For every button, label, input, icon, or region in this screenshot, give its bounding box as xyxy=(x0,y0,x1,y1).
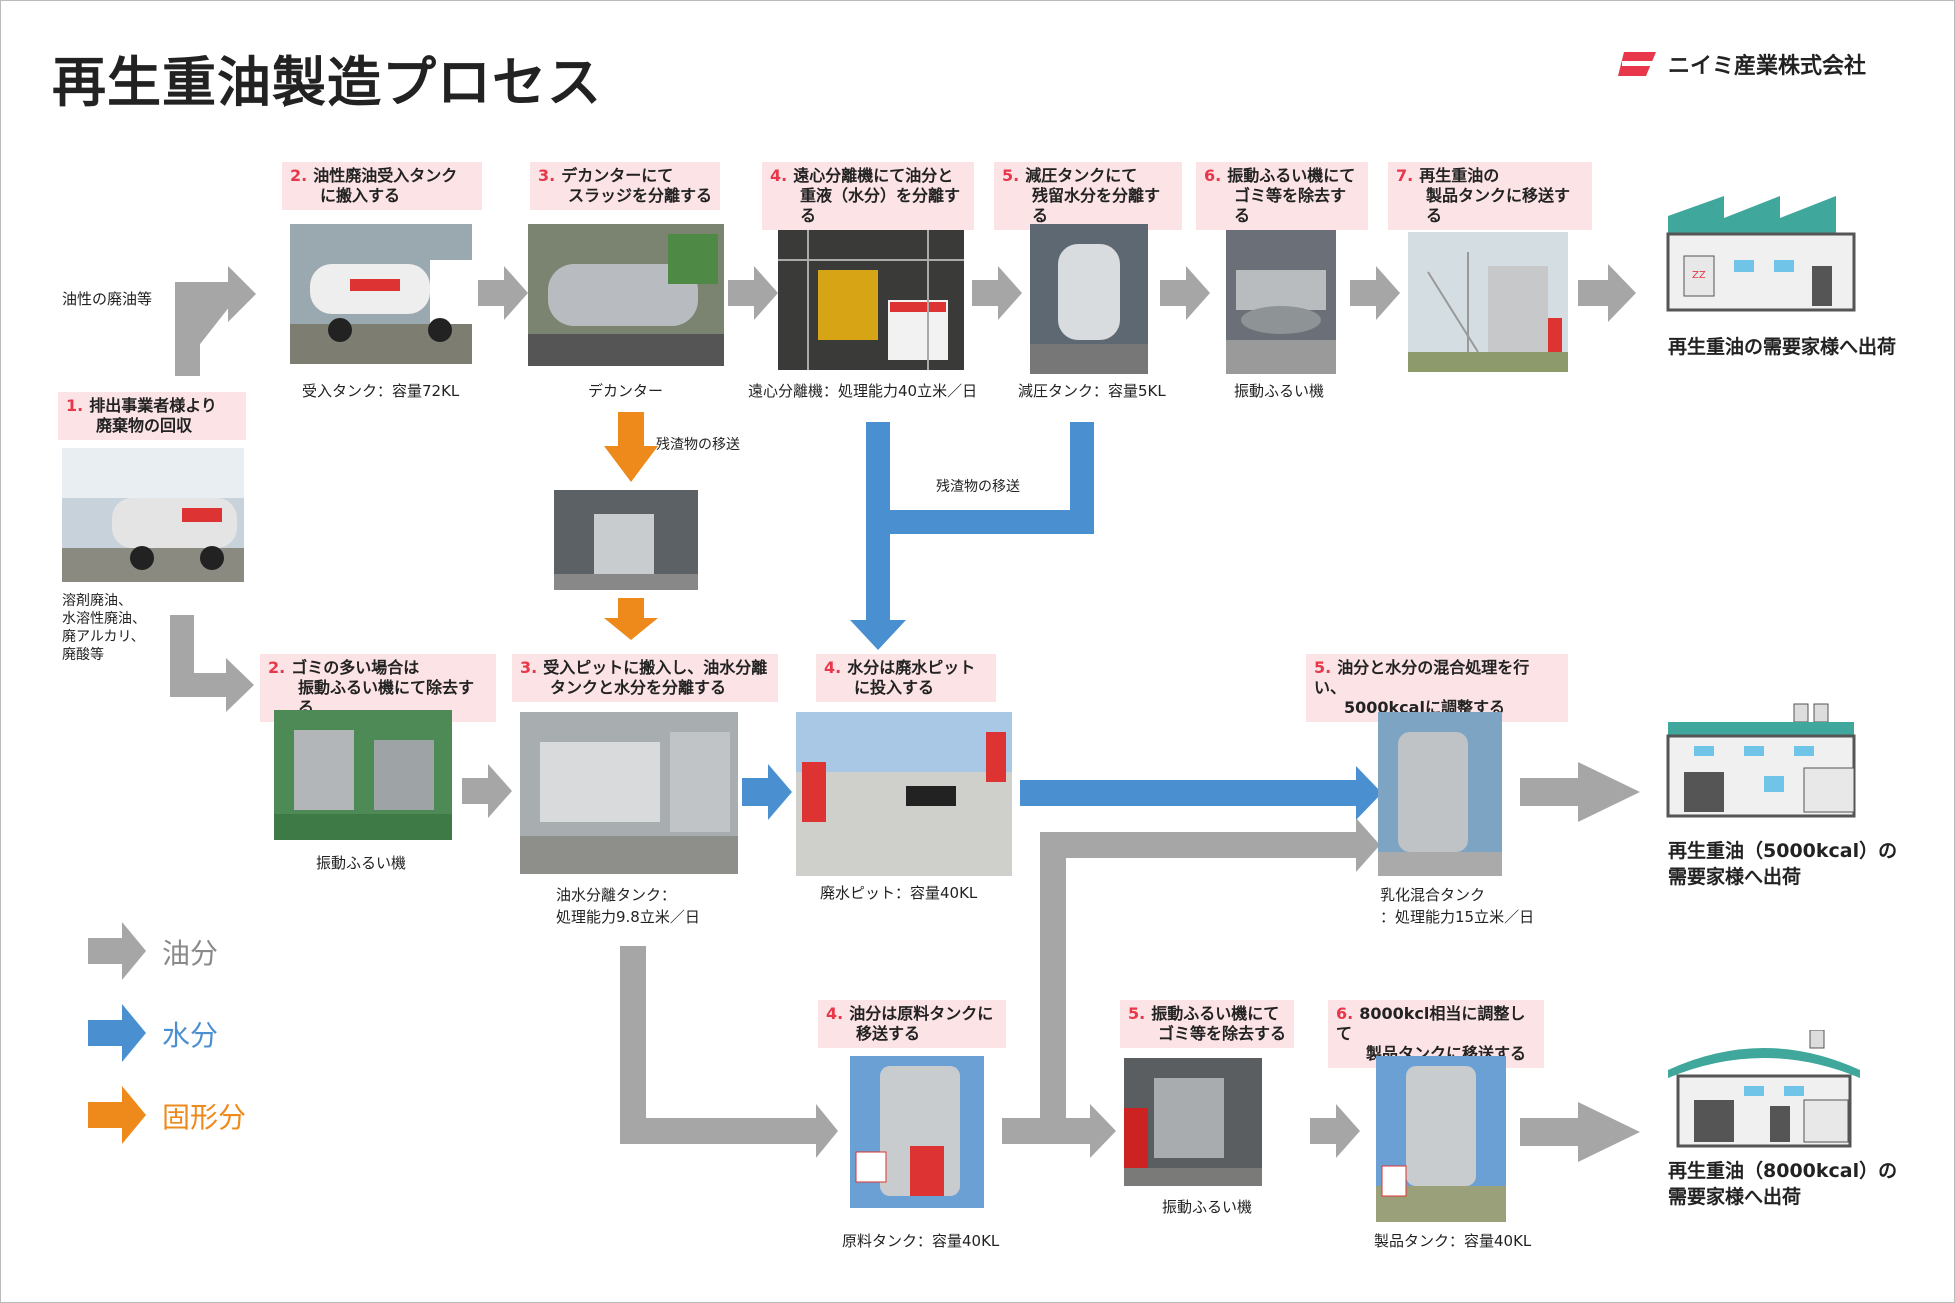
photo-vibrating-screen-row3 xyxy=(1124,1058,1262,1186)
row1-destination: 再生重油の需要家様へ出荷 xyxy=(1668,336,1897,358)
row1-caption-5: 減圧タンク：容量5KL xyxy=(1018,382,1166,400)
oil-line-down xyxy=(620,946,646,1144)
photo-wastewater-pit xyxy=(796,712,1012,876)
row1-step-3: 3.デカンターにてスラッジを分離する xyxy=(530,162,720,210)
factory-icon-3 xyxy=(1668,1030,1860,1148)
row3-step-5: 5.振動ふるい機にてゴミ等を除去する xyxy=(1120,1000,1294,1048)
company-name: ニイミ産業株式会社 xyxy=(1668,54,1867,79)
photo-product-tank-row3 xyxy=(1376,1056,1506,1222)
row1-step-5: 5.減圧タンクにて残留水分を分離する xyxy=(994,162,1182,230)
row1-arrows xyxy=(478,264,1636,322)
arrow-input-row2-bar xyxy=(170,673,230,697)
waste-types: 溶剤廃油、水溶性廃油、廃アルカリ、廃酸等 xyxy=(62,593,146,663)
row2-destination: 再生重油（5000kcal）の需要家様へ出荷 xyxy=(1668,840,1898,888)
row2-caption-5: 乳化混合タンク：処理能力15立米／日 xyxy=(1380,886,1535,926)
photo-emulsion-tank xyxy=(1378,712,1502,876)
row1-step-7: 7.再生重油の製品タンクに移送する xyxy=(1388,162,1592,230)
arrow-input-row1-bar xyxy=(175,282,235,306)
row1-caption-2: 受入タンク：容量72KL xyxy=(302,382,460,400)
row2-step-5: 5.油分と水分の混合処理を行い、5000kcalに調整する xyxy=(1306,654,1568,722)
row3-caption-6: 製品タンク：容量40KL xyxy=(1374,1232,1532,1250)
svg-text:ZZ: ZZ xyxy=(1692,270,1706,281)
legend-water-label: 水分 xyxy=(162,1019,219,1052)
photo-raw-tank xyxy=(850,1056,984,1208)
row2-step-3: 3.受入ピットに搬入し、油水分離タンクと水分を分離する xyxy=(512,654,778,702)
photo-decompression-tank xyxy=(1030,224,1148,374)
photo-oil-water-separator xyxy=(520,712,738,874)
photo-receiving-tank xyxy=(290,224,472,364)
row2-caption-3: 油水分離タンク：処理能力9.8立米／日 xyxy=(556,886,700,926)
input-label: 油性の廃油等 xyxy=(62,290,153,308)
photo-residue-tank xyxy=(554,490,698,590)
company-logo: ニイミ産業株式会社 xyxy=(1618,48,1866,80)
photo-collection-truck xyxy=(62,448,244,582)
row1-step-6: 6.振動ふるい機にてゴミ等を除去する xyxy=(1196,162,1368,230)
page-title: 再生重油製造プロセス xyxy=(52,51,602,114)
photo-vibrating-screen-row1 xyxy=(1226,230,1336,374)
photo-decanter xyxy=(528,224,724,366)
row2-step-4: 4.水分は廃水ピットに投入する xyxy=(816,654,996,702)
row3-step-4: 4.油分は原料タンクに移送する xyxy=(818,1000,1006,1048)
company-logo-icon xyxy=(1618,52,1656,76)
row1-caption-4: 遠心分離機：処理能力40立米／日 xyxy=(748,382,978,400)
row3-destination: 再生重油（8000kcal）の需要家様へ出荷 xyxy=(1668,1160,1898,1208)
photo-product-tank-row1 xyxy=(1408,232,1568,372)
row1-step-2: 2.油性廃油受入タンクに搬入する xyxy=(282,162,482,210)
oil-line-up xyxy=(1040,832,1066,1132)
row3-caption-5: 振動ふるい機 xyxy=(1162,1198,1253,1216)
solid-arrows xyxy=(604,412,658,640)
arrow-input-row1-head xyxy=(228,266,256,322)
row2-caption-2: 振動ふるい機 xyxy=(316,854,407,872)
oil-arrows xyxy=(170,264,1640,1162)
legend-arrows xyxy=(88,922,146,1144)
arrow-input-row2-head xyxy=(226,658,254,712)
factory-icon-1: ZZ xyxy=(1666,196,1856,312)
step-collection: 1.排出事業者様より 廃棄物の回収 xyxy=(58,392,246,440)
row3-caption-4: 原料タンク：容量40KL xyxy=(842,1232,1000,1250)
factory-icon-2 xyxy=(1666,703,1856,818)
photo-centrifuge xyxy=(778,230,964,370)
residue-label-2: 残渣物の移送 xyxy=(936,479,1020,495)
row1-step-4: 4.遠心分離機にて油分と重液（水分）を分離する xyxy=(762,162,974,230)
legend-solid-label: 固形分 xyxy=(162,1101,247,1134)
water-arrows xyxy=(742,422,1382,820)
legend-oil-label: 油分 xyxy=(162,937,219,970)
row1-caption-3: デカンター xyxy=(588,382,664,400)
row2-caption-4: 廃水ピット：容量40KL xyxy=(820,884,978,902)
row1-caption-6: 振動ふるい機 xyxy=(1234,382,1325,400)
photo-vibrating-screen-row2 xyxy=(274,710,452,840)
residue-label-1: 残渣物の移送 xyxy=(656,437,740,453)
